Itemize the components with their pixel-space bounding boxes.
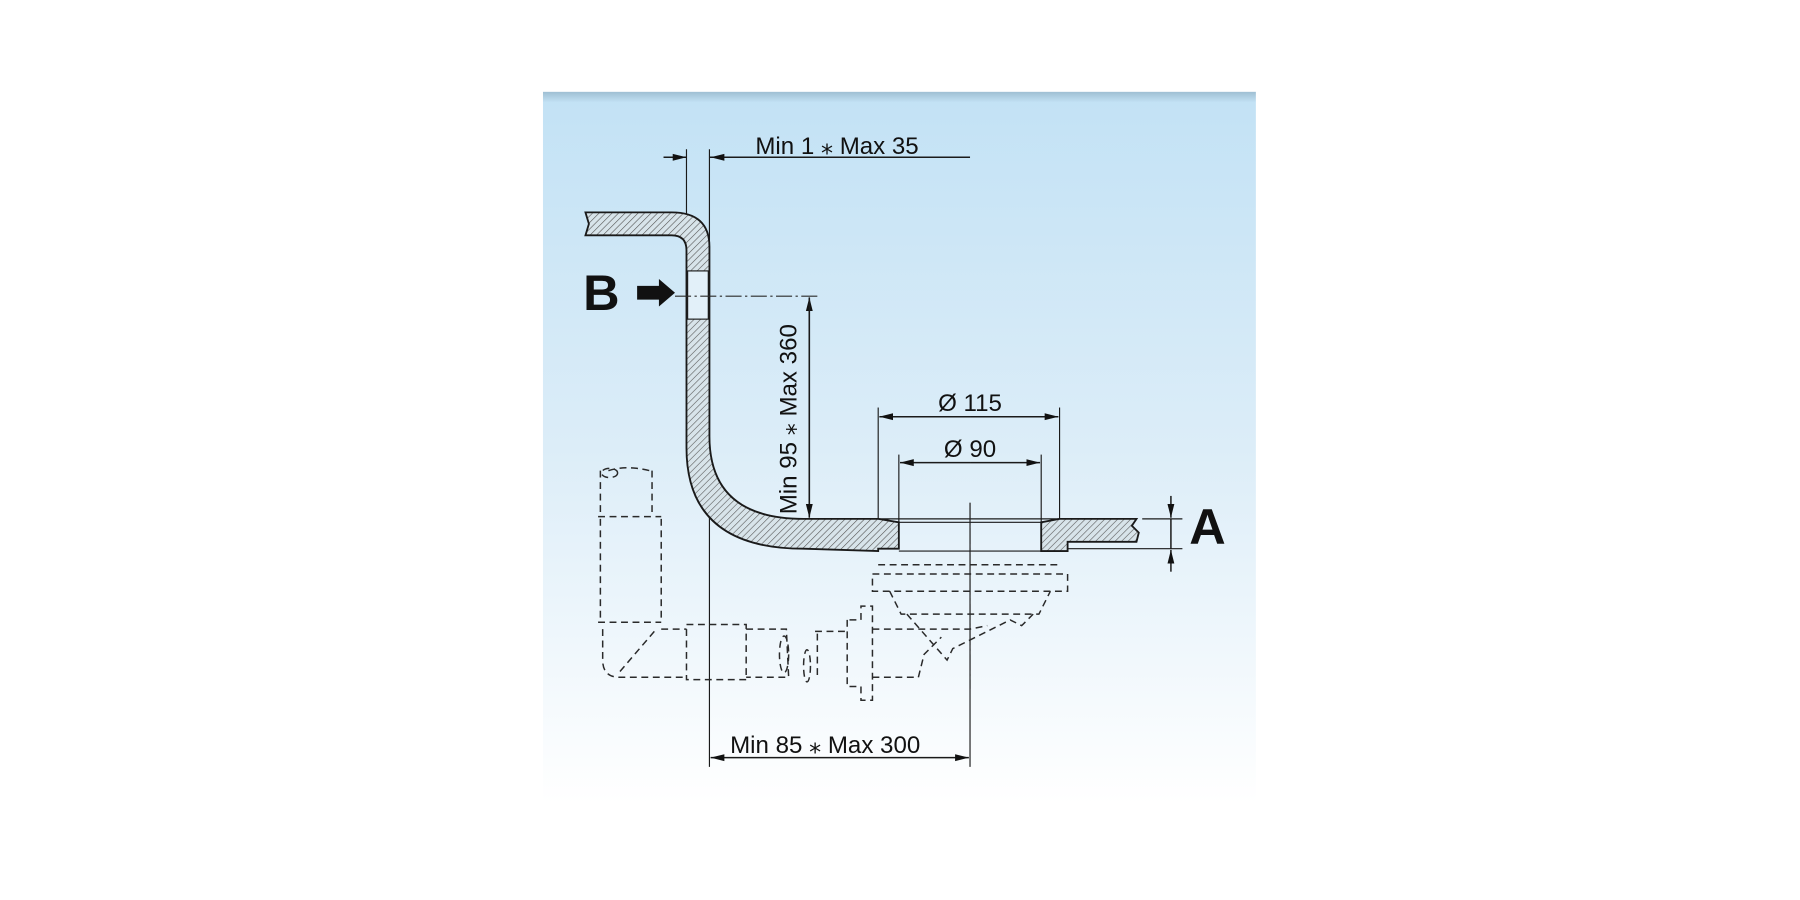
- arrow-b-icon: [637, 278, 675, 307]
- label-a: A: [1189, 498, 1225, 555]
- dimension-inner-diameter: Ø 90: [944, 436, 996, 463]
- diagram-background: [542, 91, 1256, 804]
- label-b: B: [583, 264, 619, 321]
- dimension-top-gap: Min 1 ⁎ Max 35: [755, 133, 918, 160]
- sink-section: [1040, 517, 1140, 552]
- dashed-waste-trap: [598, 467, 1069, 702]
- dimension-outer-diameter: Ø 115: [938, 390, 1002, 417]
- dimension-height: Min 95 ⁎ Max 360: [776, 324, 803, 514]
- dimension-horizontal-offset: Min 85 ⁎ Max 300: [730, 732, 920, 759]
- section-b-gap: [687, 270, 709, 320]
- worktop-section: [584, 211, 900, 552]
